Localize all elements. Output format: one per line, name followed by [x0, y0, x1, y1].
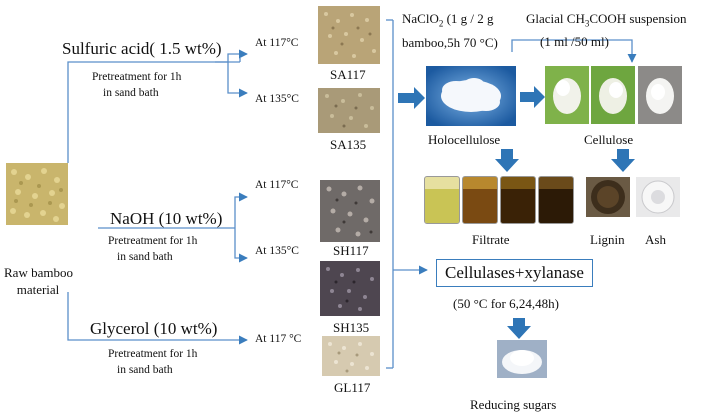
connector-acetic: [511, 39, 637, 63]
filtrate-jar-3: [500, 176, 536, 224]
arrow-down-icon: [611, 149, 635, 172]
filtrate-jar-2: [462, 176, 498, 224]
label-filtrate: Filtrate: [472, 232, 510, 247]
holocellulose-photo: [426, 66, 516, 126]
enzyme-conditions: (50 °C for 6,24,48h): [453, 296, 559, 311]
arrow-right-icon: [520, 86, 545, 108]
sample-label-sa117: SA117: [330, 67, 366, 82]
pretreatment-label-1: Pretreatment for 1h: [92, 71, 182, 83]
reducing-sugars-photo: [497, 340, 547, 378]
label-reducing-sugars: Reducing sugars: [470, 397, 557, 412]
connector-sa-split: [215, 49, 248, 63]
reagent-sulfuric-acid: Sulfuric acid( 1.5 wt%): [62, 39, 222, 58]
sample-label-sh117: SH117: [333, 243, 369, 258]
label-ash: Ash: [645, 232, 666, 247]
cellulose-photo-2: [591, 66, 635, 124]
connector-sa-split-2: [227, 62, 248, 98]
raw-bamboo-label-1: Raw bamboo: [4, 265, 73, 280]
temp-sh117: At 117°C: [255, 179, 299, 191]
acetic-condition-2: (1 ml /50 ml): [540, 34, 609, 49]
connector-raw-to-glycerol: [67, 292, 248, 345]
pretreatment-label-2: in sand bath: [117, 364, 173, 376]
sample-photo-sa117: [318, 6, 380, 64]
pretreatment-label-2: in sand bath: [103, 87, 159, 99]
label-lignin: Lignin: [590, 232, 625, 247]
cellulose-photo-1: [545, 66, 589, 124]
raw-bamboo-label-2: material: [16, 282, 60, 297]
acetic-condition-1: Glacial CH3COOH suspension: [526, 11, 687, 29]
sample-photo-sa135: [318, 88, 380, 133]
label-holocellulose: Holocellulose: [428, 132, 501, 147]
enzyme-box: Cellulases+xylanase: [436, 259, 593, 287]
chlorite-condition-1: NaClO2 (1 g / 2 g: [402, 11, 494, 29]
arrow-down-icon: [495, 149, 519, 172]
reagent-naoh: NaOH (10 wt%): [110, 209, 223, 228]
filtrate-jar-4: [538, 176, 574, 224]
sample-photo-gl117: [322, 336, 380, 376]
pretreatment-label-1: Pretreatment for 1h: [108, 235, 198, 247]
label-cellulose: Cellulose: [584, 132, 634, 147]
connector-sh-split-2: [234, 228, 248, 263]
connector-raw-to-sulfuric: [67, 61, 240, 163]
pretreatment-label-2: in sand bath: [117, 251, 173, 263]
filtrate-jar-1: [424, 176, 460, 224]
sample-label-sh135: SH135: [333, 320, 370, 335]
cellulose-photo-3: [638, 66, 682, 124]
sample-photo-sh135: [320, 261, 380, 316]
temp-sa117: At 117°C: [255, 37, 299, 49]
temp-gl117: At 117 °C: [255, 333, 302, 345]
temp-sh135: At 135°C: [255, 245, 299, 257]
connector-sh-split: [234, 192, 248, 228]
reagent-glycerol: Glycerol (10 wt%): [90, 319, 218, 338]
sample-label-sa135: SA135: [330, 137, 367, 152]
temp-sa135: At 135°C: [255, 93, 299, 105]
lignin-photo: [586, 177, 630, 217]
ash-photo: [636, 177, 680, 217]
arrow-right-icon: [398, 87, 425, 109]
arrow-down-icon: [507, 318, 531, 339]
raw-bamboo-photo: [6, 163, 68, 225]
pretreatment-label-1: Pretreatment for 1h: [108, 348, 198, 360]
sample-photo-sh117: [320, 180, 380, 242]
sample-label-gl117: GL117: [334, 380, 371, 395]
chlorite-condition-2: bamboo,5h 70 °C): [402, 35, 498, 50]
